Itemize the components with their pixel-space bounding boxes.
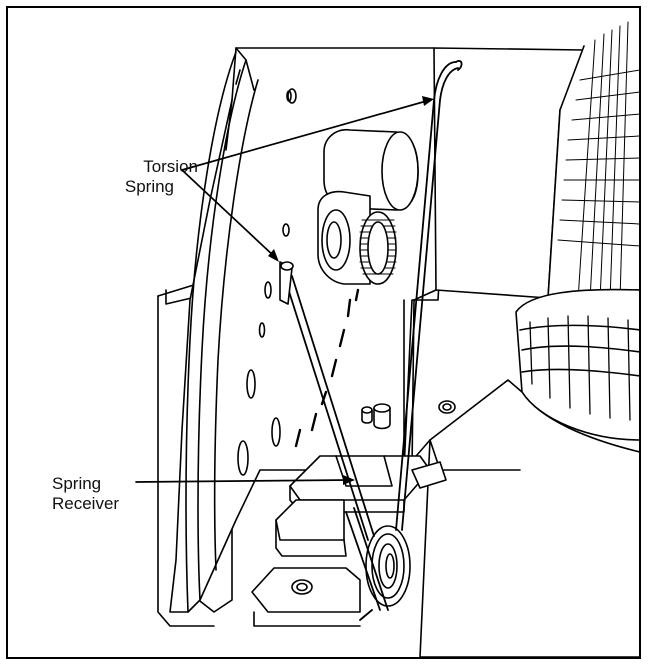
mounting-foot xyxy=(251,567,361,627)
spring-coil xyxy=(365,525,411,607)
spring-pin xyxy=(279,261,294,305)
callout-receiver-line1: Spring xyxy=(52,474,102,493)
callout-receiver-line2: Receiver xyxy=(52,494,120,513)
small-stud xyxy=(361,403,391,430)
hidden-lines xyxy=(294,288,360,448)
callout-torsion-spring: Torsion Spring xyxy=(96,157,198,197)
callout-torsion-line1: Torsion xyxy=(143,157,198,176)
left-rails xyxy=(185,51,259,613)
callout-spring-receiver: Spring Receiver xyxy=(52,474,132,514)
callout-leaders xyxy=(135,99,431,483)
callout-torsion-line2: Spring xyxy=(124,177,174,196)
leader-arrowheads xyxy=(268,96,434,485)
roller-assembly xyxy=(317,128,419,285)
spring-receiver-bracket xyxy=(275,455,447,557)
cone-spout xyxy=(547,20,639,301)
torsion-spring-wires xyxy=(285,60,463,621)
